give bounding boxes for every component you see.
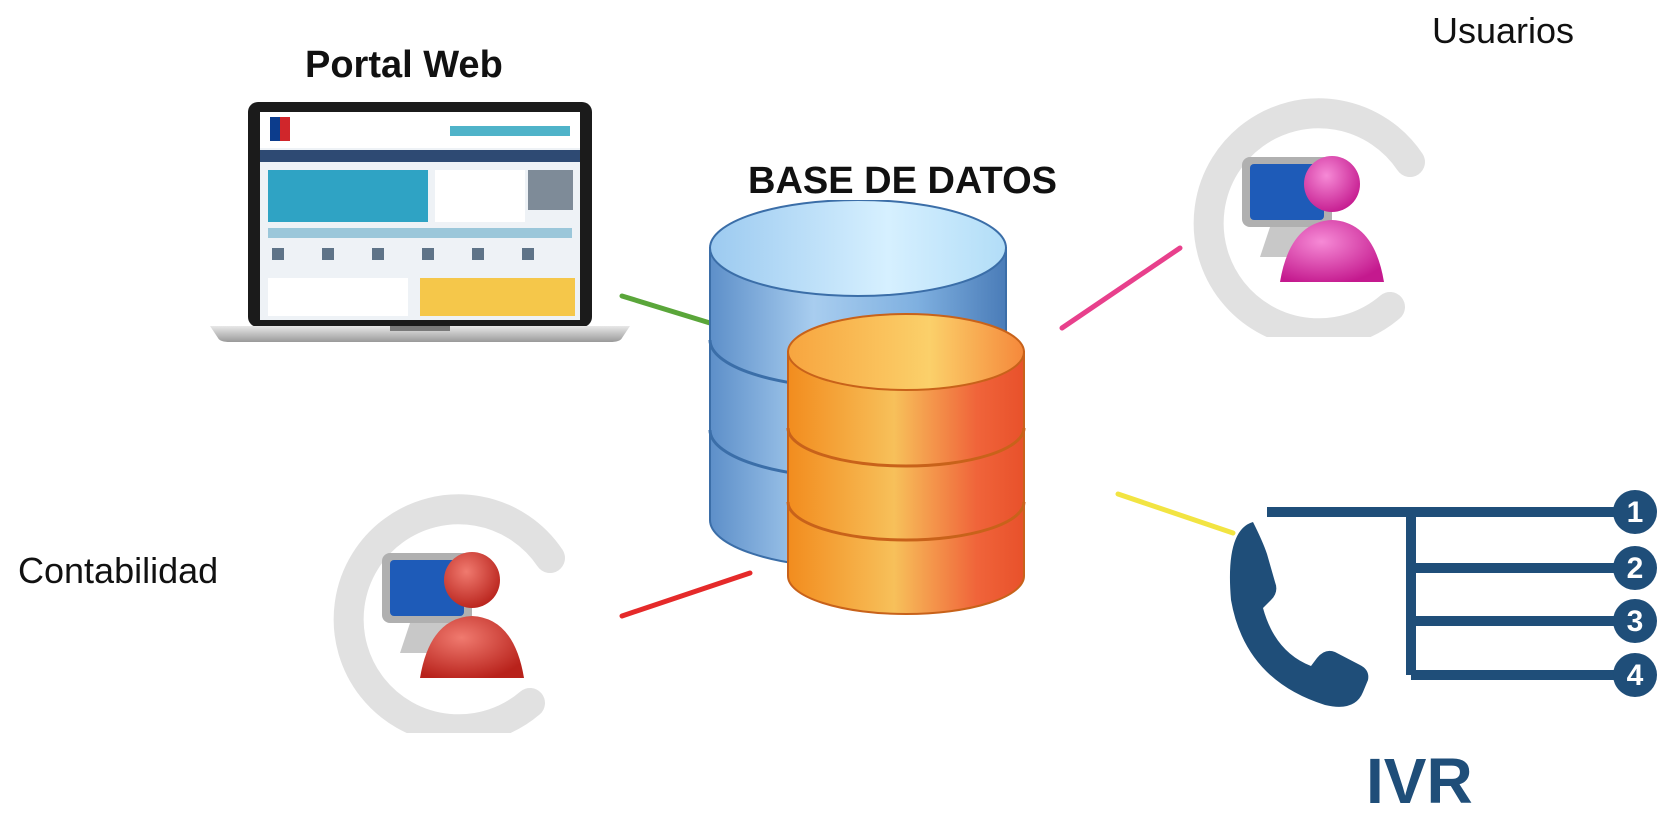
user-computer-icon-users — [1193, 98, 1425, 337]
ivr-option-2-number: 2 — [1627, 552, 1644, 585]
ivr-option-1-number: 1 — [1627, 496, 1644, 529]
link-portal — [619, 293, 713, 326]
ivr-option-1: 1 — [1613, 490, 1657, 534]
portal-web-label: Portal Web — [305, 44, 503, 86]
database-icon — [708, 200, 1026, 615]
users-label: Usuarios — [1432, 10, 1575, 51]
ivr-option-4-number: 4 — [1627, 659, 1644, 692]
ivr-option-3: 3 — [1613, 599, 1657, 643]
user-computer-icon-accounting — [333, 494, 565, 733]
ivr-label: IVR — [1366, 745, 1473, 817]
accounting-label: Contabilidad — [18, 550, 219, 591]
database-label: BASE DE DATOS — [748, 160, 1057, 202]
link-accounting — [619, 570, 753, 619]
link-users — [1059, 245, 1183, 331]
link-ivr — [1115, 491, 1236, 536]
ivr-option-3-number: 3 — [1627, 605, 1644, 638]
phone-menu-icon: 1 2 3 4 — [1229, 490, 1657, 707]
ivr-option-2: 2 — [1613, 546, 1657, 590]
laptop-icon — [210, 102, 630, 342]
ivr-option-4: 4 — [1613, 653, 1657, 697]
